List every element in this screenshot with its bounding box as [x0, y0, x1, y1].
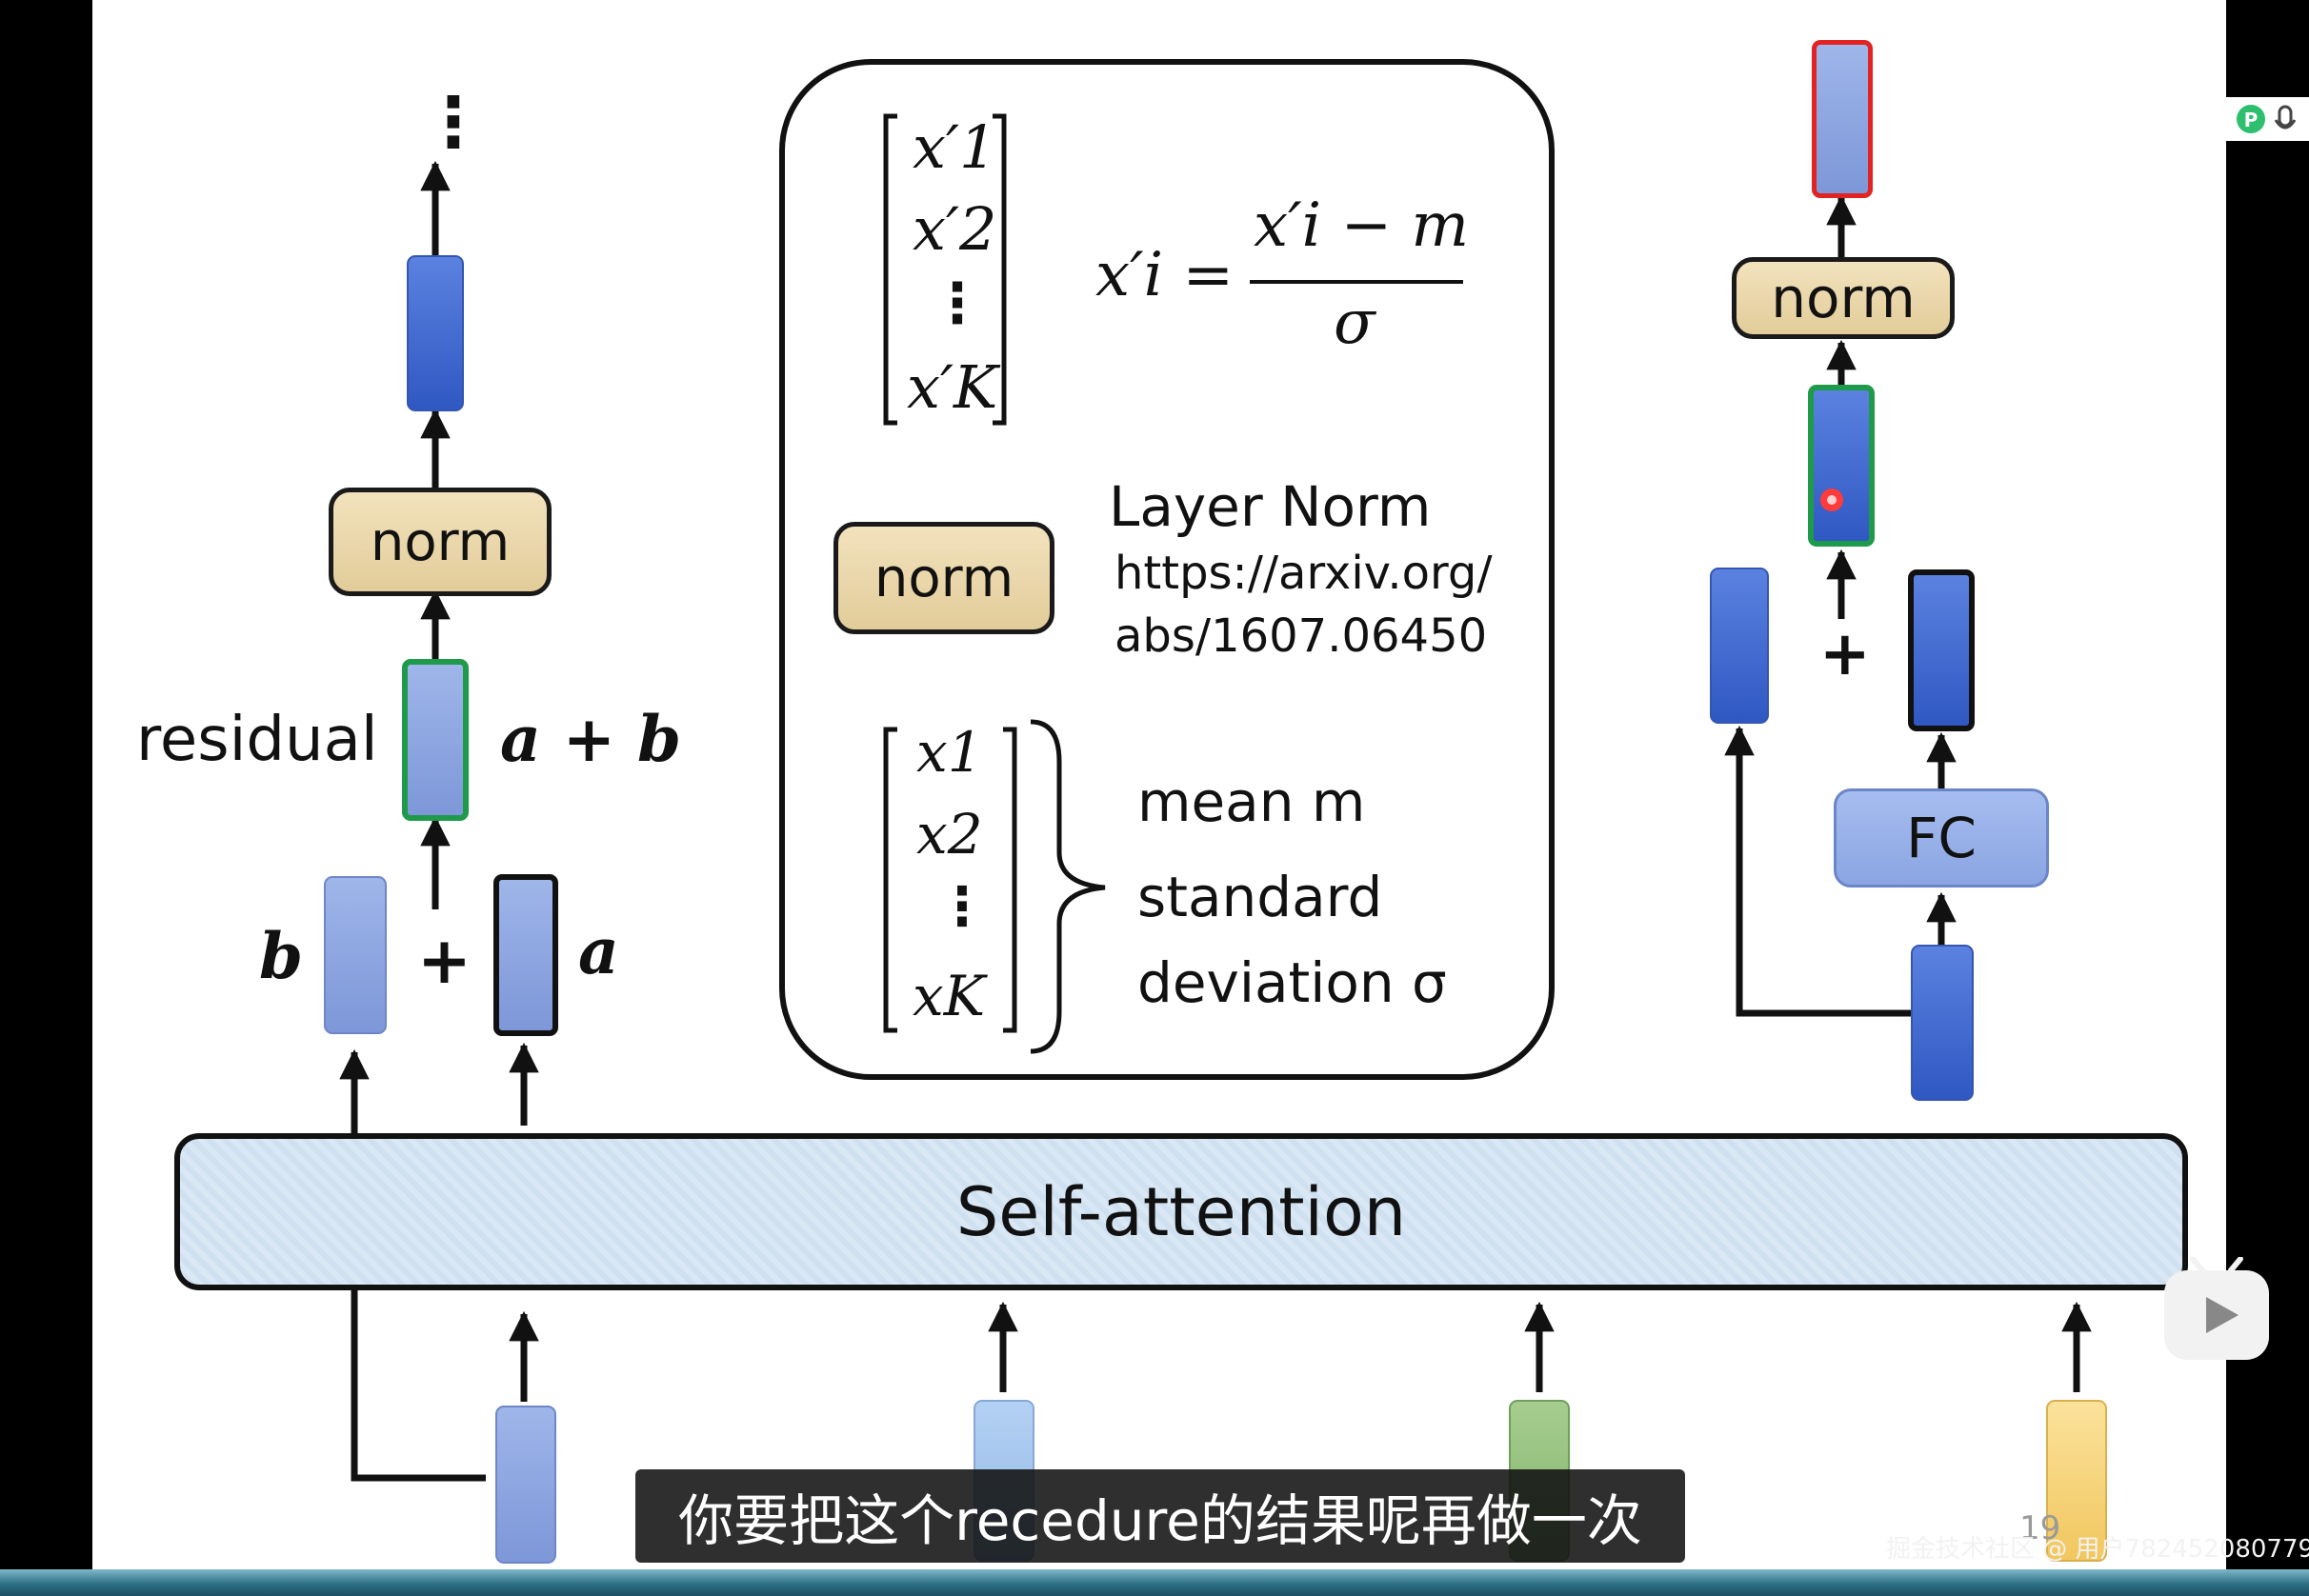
- input-vector-entry-k: xK: [913, 964, 986, 1028]
- output-vector-ellipsis: ⋮: [930, 270, 985, 335]
- std-label-line1: standard: [1137, 865, 1383, 929]
- right-norm-box: norm: [1732, 257, 1955, 339]
- residual-path-right: [1724, 725, 1911, 1017]
- cursor-dot-icon: [1820, 489, 1843, 511]
- right-output-vector: [1812, 40, 1873, 198]
- output-vector-entry-1: x′1: [913, 112, 997, 182]
- input-vector-1: [495, 1406, 556, 1564]
- sum-label: a + b: [500, 702, 682, 776]
- output-vector-entry-k: x′K: [907, 352, 998, 422]
- curly-brace: [1030, 719, 1106, 1054]
- formula-numerator: x′i − m: [1254, 190, 1470, 261]
- play-icon[interactable]: [2160, 1257, 2273, 1364]
- vector-b: [324, 876, 387, 1034]
- video-bottom-bar: [0, 1569, 2309, 1596]
- input-vector-ellipsis: ⋮: [935, 876, 989, 938]
- watermark: 掘金技术社区 @ 用户782452080779: [1886, 1535, 2309, 1564]
- input-vector-entry-2: x2: [916, 802, 983, 867]
- layer-norm-title: Layer Norm: [1109, 474, 1432, 539]
- right-residual-vector: [1808, 385, 1875, 547]
- input-vector-4: [2046, 1400, 2107, 1562]
- residual-label: residual: [136, 705, 378, 775]
- b-label: b: [259, 919, 304, 993]
- right-residual-input-vector: [1710, 568, 1769, 724]
- svg-text:P: P: [2244, 109, 2259, 131]
- fc-box: FC: [1834, 788, 2049, 888]
- left-residual-vector: [402, 659, 469, 821]
- microphone-icon: [2274, 105, 2297, 130]
- continuation-ellipsis: ⋮: [419, 82, 488, 162]
- layer-norm-link-line2: abs/1607.06450: [1114, 609, 1488, 663]
- plugin-icon[interactable]: P: [2226, 97, 2309, 141]
- std-label-line2: deviation σ: [1137, 950, 1447, 1015]
- formula-lhs: x′i =: [1095, 240, 1235, 310]
- left-output-vector: [407, 255, 464, 411]
- left-norm-box: norm: [329, 488, 552, 596]
- input-vector-entry-1: x1: [916, 720, 983, 785]
- output-vector-entry-2: x′2: [913, 194, 997, 264]
- subtitle-caption: 你要把这个recedure的结果呢再做一次: [635, 1469, 1685, 1563]
- layer-norm-link-line1: https://arxiv.org/: [1114, 547, 1493, 600]
- center-norm-box: norm: [833, 522, 1054, 634]
- a-label: a: [578, 914, 619, 988]
- self-attention-block: Self-attention: [174, 1133, 2188, 1290]
- vector-a: [493, 874, 558, 1036]
- left-plus-sign: +: [417, 924, 472, 999]
- page-number: 19: [2019, 1509, 2061, 1547]
- fc-output-vector: [1908, 569, 1975, 731]
- right-plus-sign: +: [1819, 619, 1871, 689]
- mean-label: mean m: [1137, 769, 1366, 834]
- fc-input-vector: [1911, 945, 1974, 1101]
- formula-denominator: σ: [1334, 288, 1375, 358]
